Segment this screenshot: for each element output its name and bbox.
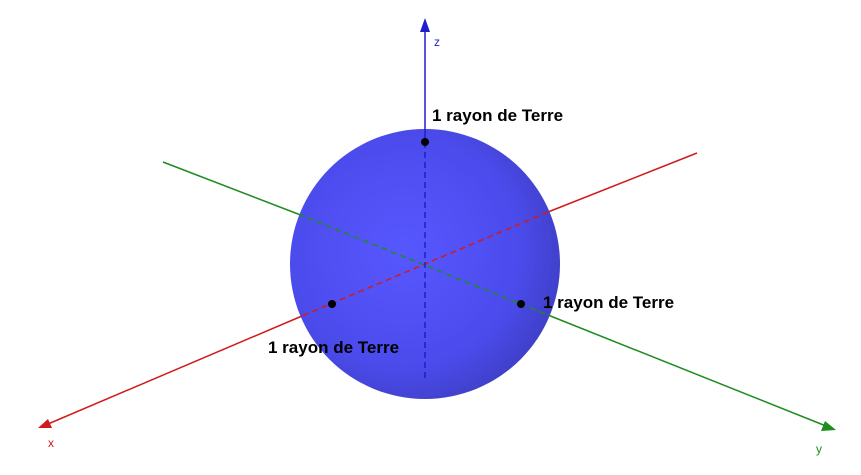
y-point-label: 1 rayon de Terre bbox=[543, 293, 674, 312]
point-x bbox=[328, 300, 336, 308]
y-axis-back bbox=[162, 161, 299, 215]
x-point-label: 1 rayon de Terre bbox=[268, 338, 399, 357]
y-axis-arrowhead bbox=[821, 421, 836, 431]
y-axis-label: y bbox=[816, 442, 822, 456]
x-axis-label: x bbox=[48, 436, 54, 450]
x-axis-back bbox=[547, 152, 698, 213]
z-point-label: 1 rayon de Terre bbox=[432, 106, 563, 125]
x-axis-front bbox=[47, 315, 303, 425]
z-axis-arrowhead bbox=[420, 18, 430, 32]
x-axis-arrowhead bbox=[38, 419, 52, 428]
point-z bbox=[421, 138, 429, 146]
point-y bbox=[517, 300, 525, 308]
y-axis-front bbox=[547, 314, 827, 427]
z-axis-label: z bbox=[434, 35, 440, 49]
